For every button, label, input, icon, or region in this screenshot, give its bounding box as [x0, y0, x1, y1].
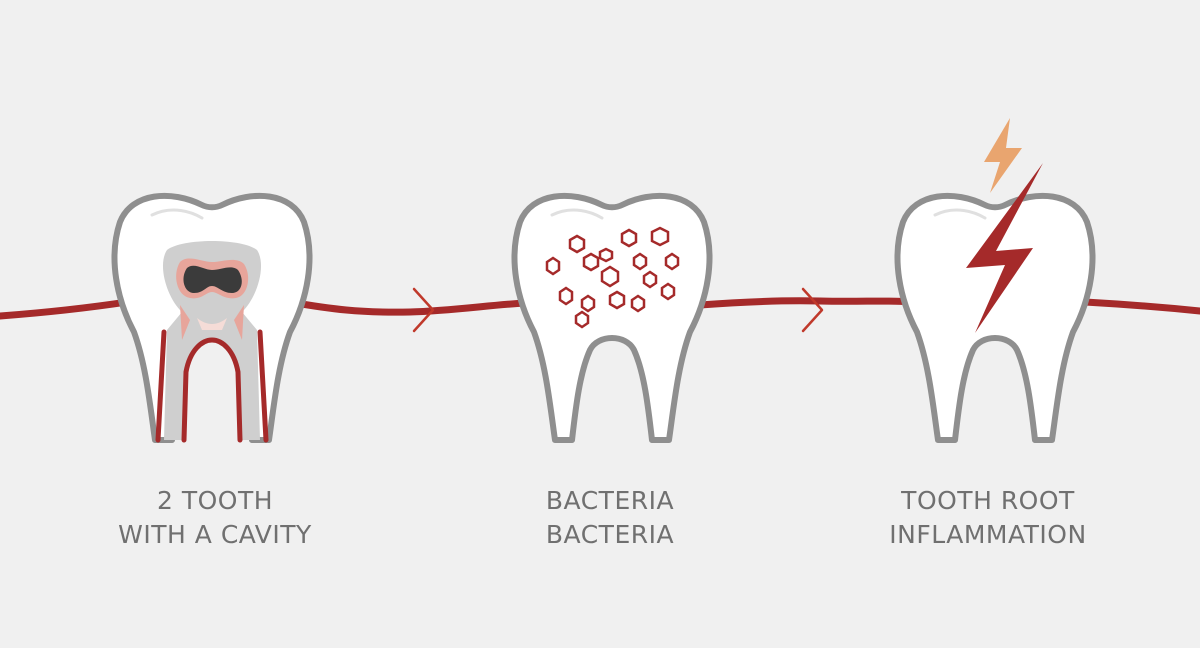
lightning-icon — [984, 118, 1022, 193]
caption-line: BACTERIA — [545, 486, 675, 515]
caption-line: TOOTH ROOT — [901, 486, 1075, 515]
stage-caption-inflammation: TOOTH ROOT INFLAMMATION — [828, 484, 1148, 552]
caption-line: BACTERIA — [545, 520, 675, 549]
arrow-right-icon — [801, 287, 824, 333]
lightning-icon — [966, 163, 1043, 333]
gum-line — [0, 296, 1200, 320]
tooth-inflammation-icon — [894, 192, 1096, 443]
tooth-bacteria-icon — [511, 192, 713, 443]
stage-caption-cavity: 2 TOOTH WITH A CAVITY — [55, 484, 375, 552]
stage-caption-bacteria: BACTERIA BACTERIA — [450, 484, 770, 552]
tooth-cavity-icon — [111, 192, 313, 443]
bacteria-cluster — [545, 226, 680, 329]
caption-line: INFLAMMATION — [889, 520, 1087, 549]
caption-line: 2 TOOTH — [156, 486, 274, 515]
arrow-right-icon — [412, 287, 435, 333]
caption-line: WITH A CAVITY — [118, 520, 312, 549]
